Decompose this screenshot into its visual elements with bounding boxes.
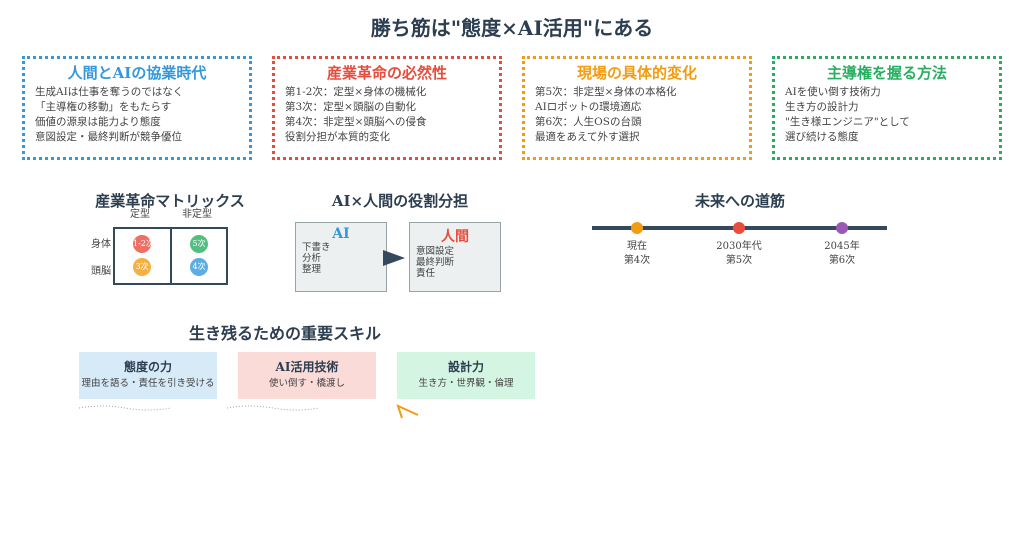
card-line: AIを使い倒す技術力 [785, 86, 881, 98]
human-role-title: 人間 [441, 229, 469, 245]
skill-title: 設計力 [447, 360, 484, 374]
card-title: 現場の具体的変化 [576, 64, 697, 82]
card-line: 生き方の設計力 [785, 101, 859, 113]
card-line: 第4次：非定型×頭脳への侵食 [285, 116, 427, 128]
skill-ai: AI活用技術使い倒す・橋渡し [238, 352, 376, 399]
timeline-label: 現在 [627, 241, 647, 252]
timeline-title: 未来への道筋 [694, 192, 785, 210]
card-industrial-revolution: 産業革命の必然性第1-2次：定型×身体の機械化第3次：定型×頭脳の自動化第4次：… [272, 56, 502, 160]
matrix-grid [113, 227, 228, 285]
card-title: 人間とAIの協業時代 [67, 64, 207, 82]
skill-sub: 理由を語る・責任を引き受ける [81, 378, 215, 389]
card-line: 役割分担が本質的変化 [285, 131, 390, 143]
matrix-cell: 5次 [190, 235, 208, 253]
skill-title: 態度の力 [123, 360, 172, 374]
card-line: 選び続ける態度 [785, 131, 859, 143]
role-line: 分析 [302, 253, 322, 264]
card-title: 主導権を握る方法 [826, 64, 947, 82]
timeline-dot [733, 222, 745, 234]
ai-role-title: AI [332, 226, 350, 242]
matrix-col-label: 定型 [130, 209, 150, 220]
card-line: 第5次：非定型×身体の本格化 [535, 86, 677, 98]
timeline-dot [631, 222, 643, 234]
skills-title: 生き残るための重要スキル [188, 324, 381, 343]
matrix-cell: 3次 [133, 258, 151, 276]
timeline-label: 2030年代 [716, 241, 762, 252]
matrix-cell: 1-2次 [133, 235, 151, 253]
card-collaboration: 人間とAIの協業時代生成AIは仕事を奪うのではなく「主導権の移動」をもたらす価値… [22, 56, 252, 160]
matrix-row-label: 身体 [91, 239, 111, 250]
card-line: 生成AIは仕事を奪うのではなく [35, 86, 184, 98]
matrix-row-label: 頭脳 [91, 266, 111, 277]
skill-attitude: 態度の力理由を語る・責任を引き受ける [79, 352, 217, 399]
timeline-sub: 第5次 [725, 255, 753, 266]
timeline-label: 2045年 [824, 241, 860, 252]
matrix-cell: 4次 [190, 258, 208, 276]
card-line: 最適をあえて外す選択 [535, 131, 640, 143]
timeline-point: 2030年代第5次 [699, 240, 779, 268]
timeline-dot [836, 222, 848, 234]
card-line: 第1-2次：定型×身体の機械化 [285, 86, 427, 98]
card-line: 意図設定・最終判断が競争優位 [35, 131, 182, 143]
skill-sub: 使い倒す・橋渡し [268, 378, 345, 389]
roles-title: AI×人間の役割分担 [331, 192, 469, 210]
skill-sub: 生き方・世界観・倫理 [418, 378, 514, 389]
role-line: 責任 [416, 268, 436, 279]
timeline-point: 現在第4次 [597, 240, 677, 268]
skill-title: AI活用技術 [275, 360, 339, 374]
matrix-col-label: 非定型 [182, 209, 212, 220]
card-line: AIロボットの環境適応 [535, 101, 642, 113]
role-line: 下書き [302, 242, 331, 253]
wave-decoration [79, 405, 171, 411]
card-line: 第6次：人生OSの台頭 [535, 116, 642, 128]
card-line: 「主導権の移動」をもたらす [35, 101, 172, 113]
timeline-sub: 第4次 [623, 255, 651, 266]
human-role-box: 人間意図設定最終判断責任 [409, 222, 501, 292]
timeline-point: 2045年第6次 [802, 240, 882, 268]
card-field-changes: 現場の具体的変化第5次：非定型×身体の本格化 AIロボットの環境適応第6次：人生O… [522, 56, 752, 160]
skill-design: 設計力生き方・世界観・倫理 [397, 352, 535, 399]
timeline-sub: 第6次 [828, 255, 856, 266]
matrix-title: 産業革命マトリックス [95, 192, 245, 210]
card-line: 価値の源泉は能力より態度 [35, 116, 161, 128]
card-line: 第3次：定型×頭脳の自動化 [285, 101, 416, 113]
card-initiative: 主導権を握る方法 AIを使い倒す技術力生き方の設計力 "生き様エンジニア"として選び… [772, 56, 1002, 160]
role-line: 整理 [302, 264, 322, 275]
check-mark-icon [396, 404, 419, 419]
card-title: 産業革命の必然性 [326, 64, 447, 82]
wave-decoration [227, 405, 319, 411]
role-line: 最終判断 [416, 257, 455, 268]
page-title: 勝ち筋は"態度×AI活用"にある [370, 16, 654, 40]
role-line: 意図設定 [416, 246, 455, 257]
arrow-right-icon [383, 250, 405, 266]
card-line: "生き様エンジニア"として [785, 116, 910, 128]
